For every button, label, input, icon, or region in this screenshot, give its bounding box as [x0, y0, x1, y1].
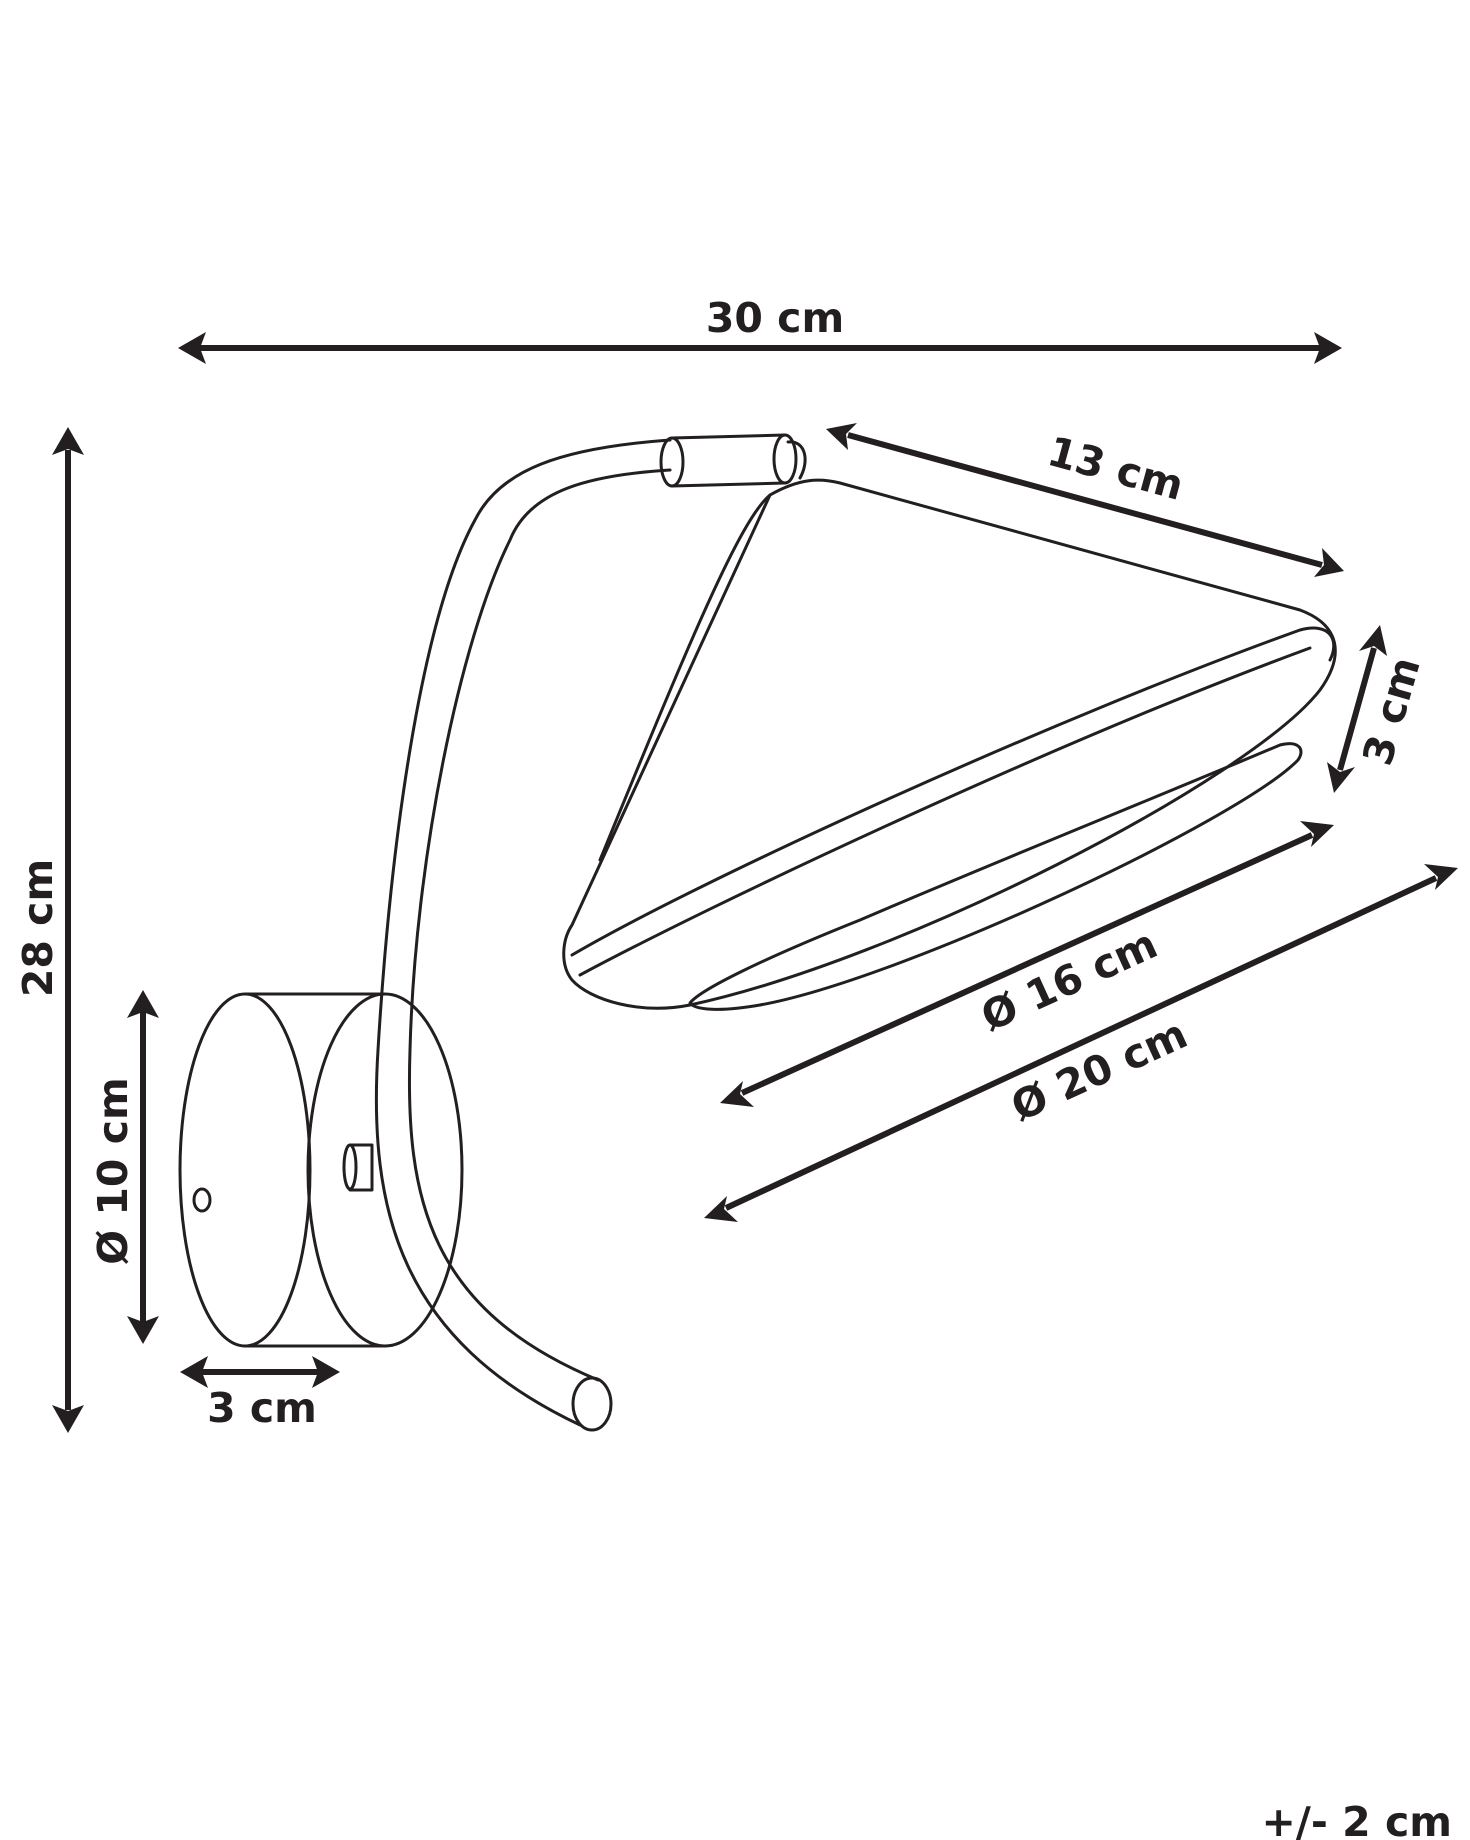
shade-cone-outline	[562, 478, 1337, 1010]
arm-outer-edge	[374, 438, 672, 1427]
base-pin-end	[342, 1143, 358, 1191]
arrow-shade-inner-diameter	[720, 821, 1334, 1107]
base-back-disc	[178, 992, 312, 1348]
arrow-base-depth	[180, 1356, 340, 1388]
arrow-total-width	[178, 332, 1342, 364]
dimension-labels: 30 cm 28 cm 13 cm 3 cm Ø 16 cm Ø 20 cm Ø…	[14, 294, 1452, 1840]
base-front-disc	[306, 992, 464, 1348]
arm-hinge	[786, 440, 807, 480]
wall-lamp-illustration	[178, 433, 1337, 1432]
arrow-base-diameter	[127, 990, 159, 1344]
arm-joint-sleeve-start	[659, 436, 685, 488]
lamp-shade	[562, 478, 1337, 1011]
arrow-shade-outer-diameter	[704, 864, 1458, 1222]
arm-joint-sleeve	[670, 433, 787, 488]
arm-inner-edge	[407, 468, 672, 1382]
label-shade-inner-diameter: Ø 16 cm	[974, 920, 1165, 1041]
wall-base	[178, 992, 464, 1348]
label-base-depth: 3 cm	[207, 1384, 317, 1432]
label-tolerance: +/- 2 cm	[1262, 1798, 1452, 1840]
label-shade-outer-diameter: Ø 20 cm	[1004, 1010, 1195, 1131]
shade-diffuser-outline	[688, 742, 1303, 1011]
label-shade-height: 3 cm	[1353, 652, 1429, 771]
shade-rim-band-upper	[570, 626, 1336, 957]
arm-joint-sleeve-end	[772, 433, 798, 485]
arrow-total-height	[52, 427, 84, 1433]
lamp-arm	[374, 433, 807, 1432]
arrow-shade-height	[1327, 625, 1387, 793]
shade-rim-band-lower	[578, 646, 1312, 977]
base-pin	[348, 1143, 374, 1192]
arm-end-cap	[571, 1376, 613, 1432]
arrow-shade-length	[826, 423, 1344, 577]
base-screw-hole	[192, 1187, 212, 1213]
label-total-width: 30 cm	[706, 294, 844, 342]
label-base-diameter: Ø 10 cm	[89, 1077, 137, 1264]
shade-cone-side	[598, 493, 772, 862]
dimension-arrows	[52, 332, 1458, 1433]
label-total-height: 28 cm	[14, 859, 62, 997]
